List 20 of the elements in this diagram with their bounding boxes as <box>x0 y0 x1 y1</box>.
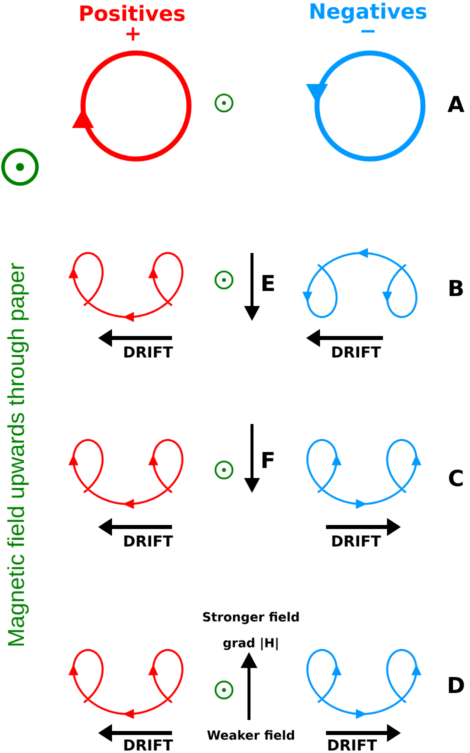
drift-label: DRIFT <box>124 740 173 750</box>
field-label: grad |H| <box>223 638 278 650</box>
field-label: F <box>262 452 274 468</box>
row-letter: B <box>450 280 463 296</box>
row-letter: C <box>449 470 463 486</box>
drift-label: DRIFT <box>332 536 381 546</box>
charge-sign: + <box>126 27 140 41</box>
column-heading: Negatives <box>310 2 426 24</box>
drift-label: DRIFT <box>328 740 377 750</box>
field-label: Weaker field <box>207 730 294 740</box>
drift-label: DRIFT <box>124 346 173 358</box>
charge-sign: − <box>361 30 375 33</box>
field-label: E <box>262 274 274 292</box>
drift-label: DRIFT <box>124 536 173 546</box>
drift-label: DRIFT <box>332 346 381 358</box>
row-letter: A <box>448 96 464 112</box>
row-letter: D <box>448 676 464 694</box>
field-label: Stronger field <box>203 612 299 624</box>
field-direction-label: Magnetic field upwards through paper <box>7 263 29 646</box>
column-heading: Positives <box>80 4 185 22</box>
